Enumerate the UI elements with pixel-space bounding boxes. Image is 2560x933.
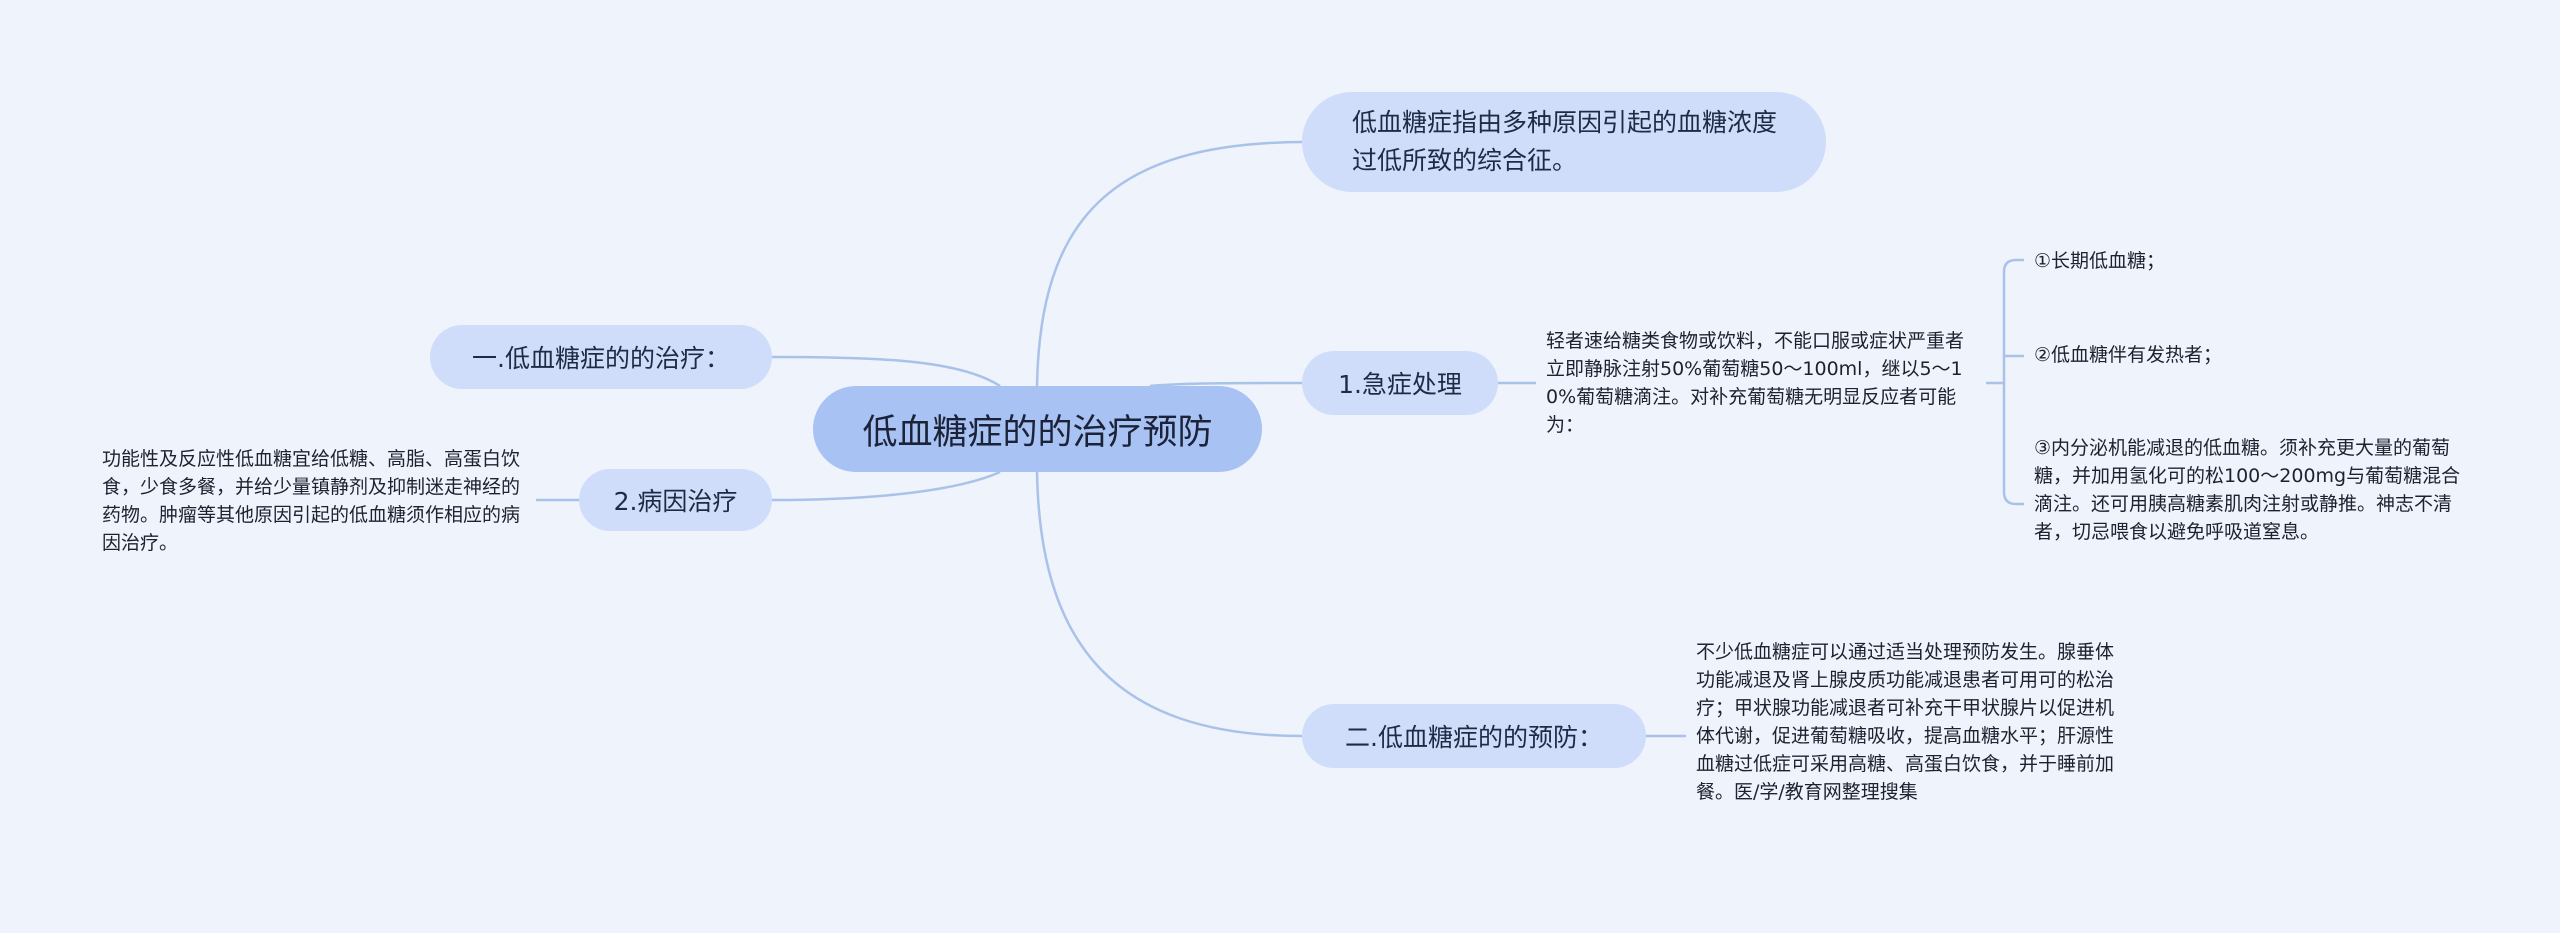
prevention-label: 二.低血糖症的的预防： <box>1345 723 1603 752</box>
emergency-item[interactable]: ②低血糖伴有发热者； <box>2034 344 2223 366</box>
prevention-node[interactable]: 二.低血糖症的的预防： <box>1302 704 1646 768</box>
definition-label: 低血糖症指由多种原因引起的血糖浓度过低所致的综合征。 <box>1352 108 1778 175</box>
link-root-treatment <box>771 355 1001 388</box>
emergency-label: 1.急症处理 <box>1338 370 1462 399</box>
emergency-item[interactable]: ③内分泌机能减退的低血糖。须补充更大量的葡萄糖，并加用氢化可的松100～200m… <box>2034 437 2461 543</box>
cause-detail[interactable]: 功能性及反应性低血糖宜给低糖、高脂、高蛋白饮食，少食多餐，并给少量镇静剂及抑制迷… <box>102 448 521 554</box>
root-node[interactable]: 低血糖症的的治疗预防 <box>813 386 1262 472</box>
cause-label: 2.病因治疗 <box>613 487 738 516</box>
emergency-detail[interactable]: 轻者速给糖类食物或饮料，不能口服或症状严重者立即静脉注射50%葡萄糖50～100… <box>1546 330 1965 436</box>
definition-node[interactable]: 低血糖症指由多种原因引起的血糖浓度过低所致的综合征。 <box>1302 92 1826 192</box>
link-root-definition <box>1035 140 1303 387</box>
bracket-emergency-items <box>1986 258 2024 506</box>
root-label: 低血糖症的的治疗预防 <box>862 412 1213 453</box>
link-root-prevention <box>1035 471 1303 738</box>
treatment-node[interactable]: 一.低血糖症的的治疗： <box>430 325 772 389</box>
link-root-cause <box>771 470 1001 502</box>
cause-node[interactable]: 2.病因治疗 <box>579 469 772 531</box>
emergency-node[interactable]: 1.急症处理 <box>1302 351 1498 415</box>
prevention-detail[interactable]: 不少低血糖症可以通过适当处理预防发生。腺垂体功能减退及肾上腺皮质功能减退患者可用… <box>1696 641 2115 803</box>
link-root-emergency <box>1149 381 1303 388</box>
treatment-label: 一.低血糖症的的治疗： <box>472 344 730 373</box>
emergency-item[interactable]: ①长期低血糖； <box>2034 250 2166 272</box>
